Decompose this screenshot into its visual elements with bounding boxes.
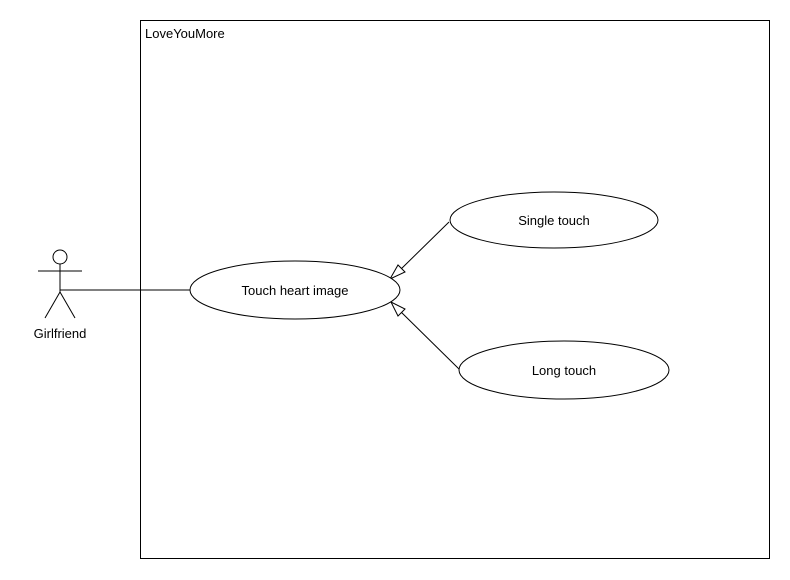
use-case-single-touch bbox=[449, 191, 659, 249]
actor-right-leg bbox=[59, 291, 76, 319]
use-case-touch-heart-image bbox=[189, 260, 401, 320]
actor-girlfriend: Girlfriend bbox=[34, 249, 87, 341]
generalization-arrowhead-long bbox=[389, 300, 406, 317]
generalization-arrowhead-single bbox=[388, 264, 406, 281]
use-case-touch-heart-image-label: Touch heart image bbox=[242, 283, 349, 298]
system-name: LoveYouMore bbox=[145, 26, 225, 41]
actor-head bbox=[52, 249, 68, 265]
generalization-line-long bbox=[397, 308, 461, 371]
actor-left-leg bbox=[44, 291, 61, 319]
generalization-line-single bbox=[397, 221, 450, 273]
actor-name: Girlfriend bbox=[34, 326, 87, 341]
use-case-long-touch-label: Long touch bbox=[532, 363, 596, 378]
use-case-long-touch bbox=[458, 340, 670, 400]
use-case-single-touch-label: Single touch bbox=[518, 213, 590, 228]
